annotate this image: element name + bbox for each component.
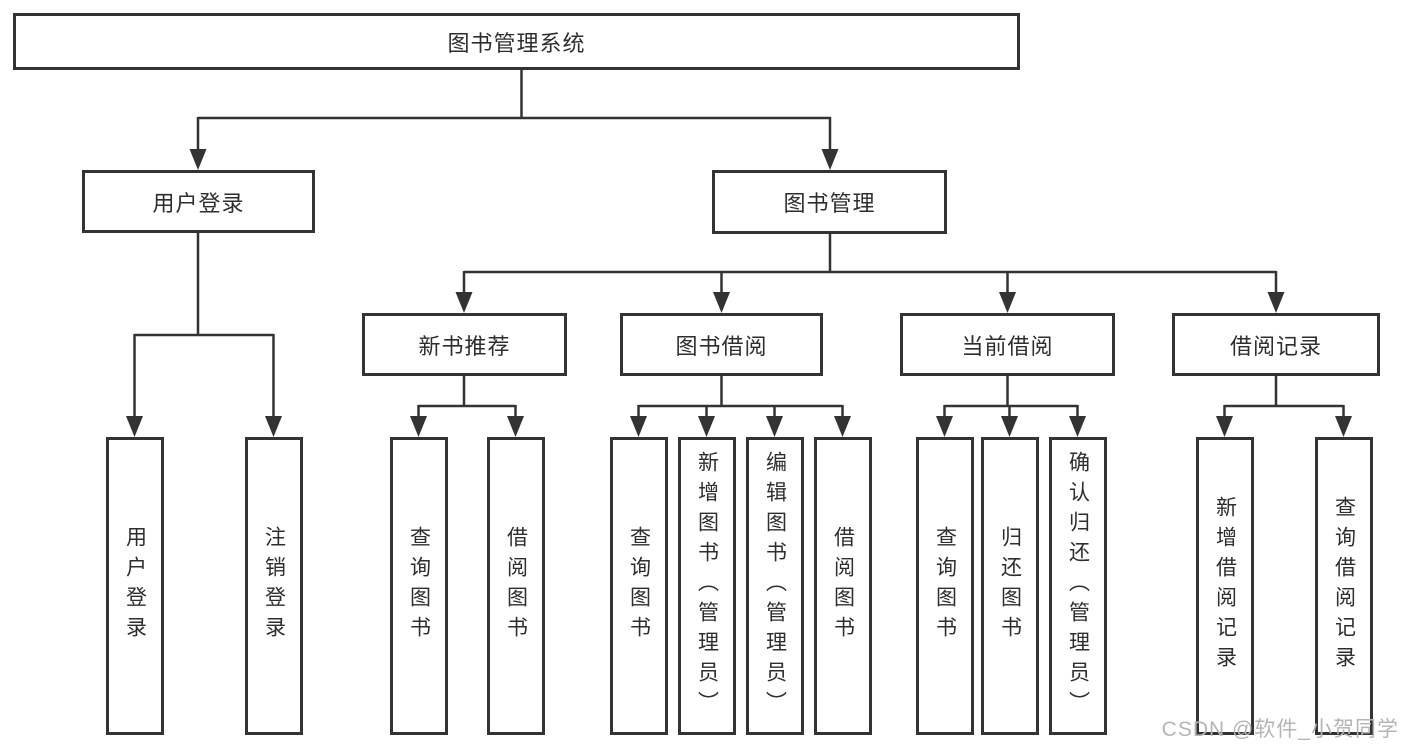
node-new-book-recommendation: 新书推荐 bbox=[362, 313, 567, 376]
leaf-label: 编辑图书（管理员） bbox=[763, 451, 787, 721]
node-library-management-system: 图书管理系统 bbox=[13, 13, 1020, 70]
leaf-label: 查询图书 bbox=[627, 526, 651, 646]
leaf-label: 借阅图书 bbox=[504, 526, 528, 646]
leaf-add-borrow-record: 新增借阅记录 bbox=[1196, 437, 1254, 735]
node-label: 用户登录 bbox=[152, 190, 245, 216]
csdn-watermark: CSDN @软件_小贺同学 bbox=[1161, 718, 1399, 741]
node-book-management: 图书管理 bbox=[712, 170, 947, 234]
leaf-edit-books-admin: 编辑图书（管理员） bbox=[746, 437, 804, 735]
node-label: 图书借阅 bbox=[675, 333, 768, 359]
leaf-user-login: 用户登录 bbox=[106, 437, 164, 735]
node-label: 图书管理 bbox=[783, 191, 876, 216]
node-label: 图书管理系统 bbox=[447, 30, 586, 56]
node-current-borrowing: 当前借阅 bbox=[900, 313, 1115, 376]
node-borrowing-records: 借阅记录 bbox=[1172, 313, 1380, 376]
leaf-query-books-recommend: 查询图书 bbox=[390, 437, 448, 735]
node-label: 当前借阅 bbox=[961, 333, 1054, 359]
leaf-label: 借阅图书 bbox=[831, 526, 855, 646]
leaf-label: 查询借阅记录 bbox=[1332, 496, 1356, 676]
leaf-label: 新增借阅记录 bbox=[1213, 496, 1237, 676]
leaf-add-books-admin: 新增图书（管理员） bbox=[678, 437, 736, 735]
leaf-label: 注销登录 bbox=[262, 526, 286, 646]
leaf-label: 确认归还（管理员） bbox=[1066, 451, 1090, 721]
node-label: 借阅记录 bbox=[1229, 333, 1322, 359]
leaf-return-books: 归还图书 bbox=[981, 437, 1039, 735]
leaf-label: 新增图书（管理员） bbox=[695, 451, 719, 721]
leaf-borrow-books-recommend: 借阅图书 bbox=[487, 437, 545, 735]
leaf-label: 查询图书 bbox=[933, 526, 957, 646]
leaf-label: 归还图书 bbox=[998, 526, 1022, 646]
leaf-logout: 注销登录 bbox=[245, 437, 303, 735]
leaf-label: 用户登录 bbox=[123, 526, 147, 646]
node-label: 新书推荐 bbox=[418, 333, 511, 359]
leaf-query-books-current: 查询图书 bbox=[916, 437, 974, 735]
node-book-borrowing: 图书借阅 bbox=[620, 313, 823, 376]
leaf-borrow-books: 借阅图书 bbox=[814, 437, 872, 735]
leaf-query-borrow-record: 查询借阅记录 bbox=[1315, 437, 1373, 735]
leaf-confirm-return-admin: 确认归还（管理员） bbox=[1049, 437, 1107, 735]
node-user-login: 用户登录 bbox=[82, 170, 315, 233]
leaf-label: 查询图书 bbox=[407, 526, 431, 646]
leaf-query-books-borrow: 查询图书 bbox=[610, 437, 668, 735]
